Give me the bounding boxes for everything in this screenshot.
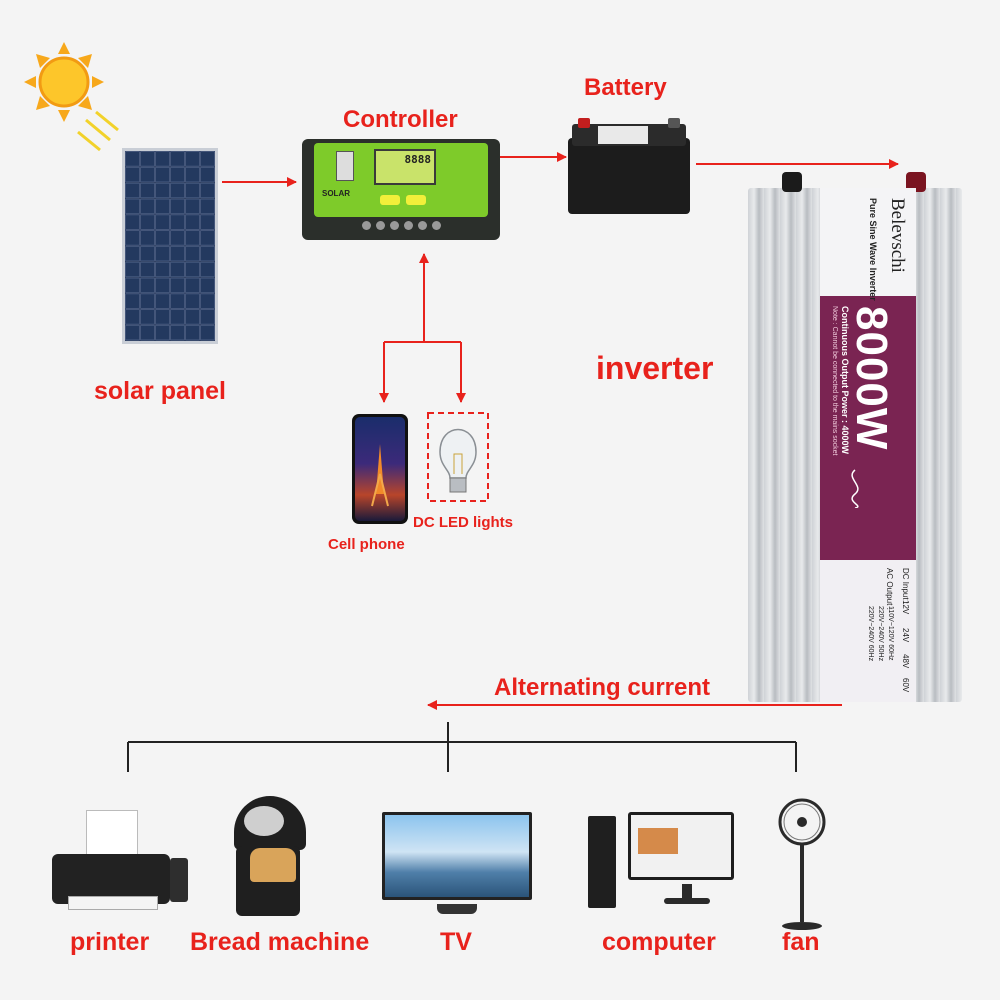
fan-label: fan xyxy=(782,928,820,956)
cell-phone-label: Cell phone xyxy=(328,536,405,553)
dc-led-lights-label: DC LED lights xyxy=(413,514,513,531)
controller-terminals xyxy=(362,221,446,235)
tower-icon xyxy=(371,444,389,507)
battery-label: Battery xyxy=(584,74,667,101)
inverter-label: inverter xyxy=(596,350,714,386)
controller-button-left[interactable] xyxy=(380,195,400,205)
inverter-face-panel xyxy=(820,188,916,702)
controller-lcd: 8888 xyxy=(374,149,436,185)
sunray-arrows xyxy=(77,110,119,152)
dc-lights-dashed-box xyxy=(427,412,489,502)
controller-brand: SOLAR xyxy=(322,189,350,198)
controller-lcd-value: 8888 xyxy=(404,153,432,166)
inverter-spec-panel xyxy=(820,560,916,702)
solar-panel-image xyxy=(122,148,218,344)
solar-panel-label: solar panel xyxy=(94,377,226,405)
bread-machine-label: Bread machine xyxy=(190,928,370,956)
battery-terminal-positive xyxy=(578,118,590,128)
printer-label: printer xyxy=(70,928,150,956)
tv-label: TV xyxy=(440,928,472,956)
usb-ports xyxy=(336,151,354,181)
computer-tower xyxy=(588,816,616,908)
controller-button-right[interactable] xyxy=(406,195,426,205)
charge-controller-image: 8888 SOLAR xyxy=(302,139,500,240)
tv-image xyxy=(382,812,532,916)
ac-distribution-tree xyxy=(127,722,797,772)
inverter-purple-panel xyxy=(820,296,916,560)
battery-terminal-negative xyxy=(668,118,680,128)
solar-cells-grid xyxy=(125,151,215,341)
printer-image xyxy=(52,810,192,910)
sine-wave-icon xyxy=(851,469,859,508)
computer-label: computer xyxy=(602,928,716,956)
alternating-current-label: Alternating current xyxy=(494,674,711,701)
controller-label: Controller xyxy=(343,106,458,133)
battery-label-sticker xyxy=(598,126,648,144)
battery-image xyxy=(568,118,690,216)
inverter-terminal-positive xyxy=(906,172,926,192)
inverter-terminal-negative xyxy=(782,172,802,192)
bread-machine-image xyxy=(230,796,314,922)
inverter-image: Belevschi Pure Sine Wave Inverter 8000W … xyxy=(748,172,962,702)
computer-image xyxy=(588,812,736,912)
cell-phone-image xyxy=(352,414,408,524)
